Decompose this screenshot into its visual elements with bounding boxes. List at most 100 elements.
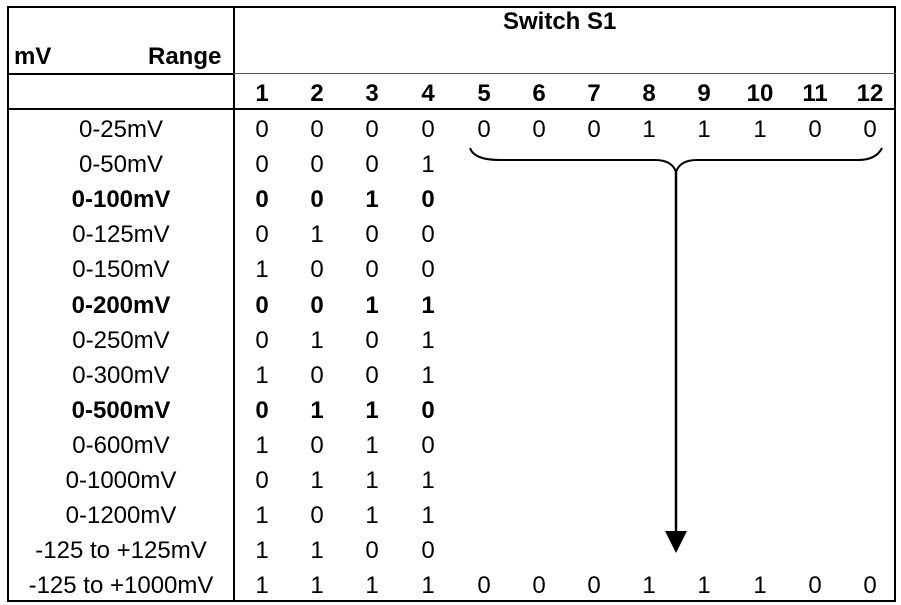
switch-value-4: 0 — [421, 431, 435, 459]
switch-value-1: 0 — [255, 291, 269, 319]
table-border-bottom — [7, 600, 896, 602]
switch-value-12: 0 — [863, 572, 877, 600]
switch-value-2: 0 — [310, 361, 324, 389]
switch-value-4: 1 — [421, 361, 435, 389]
switch-value-3: 1 — [365, 431, 379, 459]
switch-value-5: 0 — [477, 116, 491, 143]
range-label: 0-250mV — [72, 326, 170, 354]
switch-value-4: 1 — [421, 291, 435, 319]
switch-value-2: 0 — [310, 291, 324, 319]
switch-value-11: 0 — [808, 572, 822, 600]
switch-value-1: 1 — [255, 256, 269, 284]
switch-value-2: 0 — [310, 256, 324, 284]
header-bottom-divider — [7, 108, 896, 110]
range-label: -125 to +125mV — [35, 537, 207, 565]
range-label: 0-300mV — [72, 361, 170, 389]
switch-value-10: 1 — [753, 572, 767, 600]
switch-value-2: 1 — [310, 537, 324, 565]
switch-number-6: 6 — [532, 80, 546, 107]
switch-value-2: 1 — [310, 221, 324, 249]
switch-title: Switch S1 — [503, 8, 617, 35]
switch-value-3: 0 — [365, 116, 379, 143]
switch-value-1: 1 — [255, 502, 269, 530]
switch-number-3: 3 — [365, 80, 379, 107]
mv-header: mV — [14, 43, 52, 70]
range-column-divider — [233, 6, 235, 602]
switch-value-1: 0 — [255, 396, 269, 424]
switch-value-8: 1 — [642, 572, 656, 600]
switch-value-9: 1 — [697, 116, 711, 143]
switch-value-2: 1 — [310, 572, 324, 600]
switch-value-2: 0 — [310, 151, 324, 179]
switch-number-7: 7 — [587, 80, 601, 107]
switch-value-7: 0 — [587, 572, 601, 600]
table-border-right — [894, 6, 896, 602]
range-label: 0-125mV — [72, 221, 170, 249]
switch-value-4: 0 — [421, 396, 435, 424]
switch-number-1: 1 — [255, 80, 269, 107]
switch-value-11: 0 — [808, 116, 822, 143]
switch-value-1: 0 — [255, 326, 269, 354]
switch-value-4: 1 — [421, 572, 435, 600]
switch-number-11: 11 — [802, 80, 828, 107]
table-border-top — [7, 6, 896, 8]
switch-value-4: 0 — [421, 116, 435, 143]
switch-value-3: 1 — [365, 396, 379, 424]
arrow-down-icon — [665, 531, 687, 553]
switch-value-3: 0 — [365, 151, 379, 179]
range-label: 0-200mV — [71, 291, 171, 319]
switch-value-4: 0 — [421, 256, 435, 284]
switch-value-1: 0 — [255, 151, 269, 179]
switch-value-2: 1 — [310, 326, 324, 354]
switch-value-4: 1 — [421, 467, 435, 494]
range-label: 0-150mV — [72, 256, 170, 284]
switch-value-3: 0 — [365, 256, 379, 284]
switch-value-2: 1 — [310, 467, 324, 494]
switch-value-8: 1 — [642, 116, 656, 143]
switch-value-12: 0 — [863, 116, 877, 143]
switch-value-10: 1 — [753, 116, 767, 143]
switch-value-3: 1 — [365, 502, 379, 530]
switch-number-5: 5 — [477, 80, 491, 107]
range-header: Range — [148, 43, 222, 70]
range-label: 0-25mV — [78, 116, 164, 143]
range-label: 0-500mV — [71, 396, 171, 424]
switch-number-4: 4 — [421, 80, 435, 107]
range-label: 0-1200mV — [65, 502, 177, 530]
switch-value-4: 1 — [421, 502, 435, 530]
switch-value-2: 1 — [310, 396, 324, 424]
switch-value-7: 0 — [587, 116, 601, 143]
switch-value-1: 1 — [255, 572, 269, 600]
switch-value-1: 0 — [255, 116, 269, 143]
table-border-left — [7, 6, 9, 602]
range-label: 0-600mV — [72, 431, 170, 459]
switch-value-3: 1 — [365, 467, 379, 494]
range-label: 0-1000mV — [65, 467, 177, 494]
switch-value-3: 1 — [365, 186, 379, 214]
switch-value-2: 0 — [310, 502, 324, 530]
switch-value-3: 0 — [365, 537, 379, 565]
range-label: 0-100mV — [71, 186, 171, 214]
switch-value-2: 0 — [310, 116, 324, 143]
switch-value-3: 0 — [365, 361, 379, 389]
switch-value-9: 1 — [697, 572, 711, 600]
range-label: -125 to +1000mV — [28, 572, 214, 600]
switch-value-4: 0 — [421, 221, 435, 249]
switch-value-1: 1 — [255, 537, 269, 565]
switch-value-4: 1 — [421, 326, 435, 354]
switch-value-3: 0 — [365, 326, 379, 354]
switch-value-1: 1 — [255, 431, 269, 459]
switch-value-4: 0 — [421, 186, 435, 214]
switch-value-6: 0 — [532, 116, 546, 143]
switch-value-5: 0 — [477, 572, 491, 600]
switch-value-1: 0 — [255, 467, 269, 494]
switch-number-9: 9 — [697, 80, 711, 107]
switch-number-8: 8 — [642, 80, 656, 107]
range-label: 0-50mV — [78, 151, 164, 179]
switch-number-2: 2 — [310, 80, 324, 107]
switch-value-1: 1 — [255, 361, 269, 389]
switch-value-3: 1 — [365, 291, 379, 319]
brace-icon — [469, 147, 883, 176]
switch-number-divider — [233, 73, 896, 74]
